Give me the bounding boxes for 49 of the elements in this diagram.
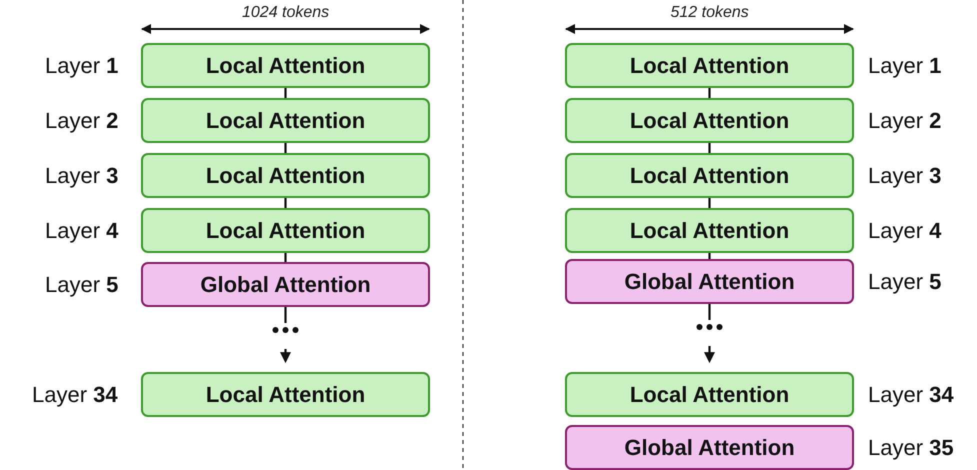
layer-label: Layer 2 bbox=[868, 108, 942, 134]
block-label: Global Attention bbox=[624, 268, 795, 294]
block-label: Local Attention bbox=[630, 52, 790, 78]
attention-block bbox=[565, 372, 854, 417]
block-label: Local Attention bbox=[630, 162, 790, 188]
block-label: Local Attention bbox=[206, 382, 366, 408]
layer-label: Layer 3 bbox=[45, 162, 118, 188]
connector-line bbox=[708, 253, 711, 259]
attention-block bbox=[565, 98, 854, 143]
block-label: Local Attention bbox=[630, 218, 790, 244]
attention-block bbox=[141, 372, 430, 417]
connector-line bbox=[284, 88, 287, 98]
layer-label: Layer 5 bbox=[868, 268, 942, 294]
block-label: Global Attention bbox=[624, 434, 795, 460]
attention-block bbox=[141, 98, 430, 143]
connector-line bbox=[708, 143, 711, 153]
layer-label: Layer 5 bbox=[45, 272, 118, 298]
layer-label: Layer 2 bbox=[45, 108, 118, 134]
block-label: Local Attention bbox=[206, 162, 366, 188]
block-label: Local Attention bbox=[206, 108, 366, 134]
block-label: Local Attention bbox=[206, 218, 366, 244]
layer-label: Layer 1 bbox=[45, 52, 118, 78]
attention-block bbox=[565, 153, 854, 198]
block-label: Local Attention bbox=[206, 52, 366, 78]
layer-label: Layer 34 bbox=[868, 382, 954, 408]
layer-label: Layer 4 bbox=[45, 218, 118, 244]
connector-line bbox=[284, 143, 287, 153]
attention-block bbox=[565, 208, 854, 253]
attention-block bbox=[565, 425, 854, 470]
layer-label: Layer 1 bbox=[868, 52, 942, 78]
dimension-label: 1024 tokens bbox=[242, 4, 330, 22]
layer-label: Layer 34 bbox=[32, 382, 118, 408]
layer-label: Layer 3 bbox=[868, 162, 942, 188]
connector-line bbox=[284, 253, 287, 262]
attention-block bbox=[141, 43, 430, 88]
attention-block bbox=[141, 262, 430, 307]
attention-block bbox=[141, 153, 430, 198]
attention-block bbox=[565, 259, 854, 304]
connector-line bbox=[708, 198, 711, 208]
layer-label: Layer 4 bbox=[868, 218, 942, 244]
block-label: Local Attention bbox=[630, 382, 790, 408]
attention-block bbox=[141, 208, 430, 253]
block-label: Global Attention bbox=[200, 272, 371, 298]
connector-line bbox=[708, 88, 711, 98]
dimension-label: 512 tokens bbox=[670, 4, 749, 22]
layer-label: Layer 35 bbox=[868, 434, 954, 460]
block-label: Local Attention bbox=[630, 108, 790, 134]
attention-block bbox=[565, 43, 854, 88]
connector-line bbox=[284, 198, 287, 208]
